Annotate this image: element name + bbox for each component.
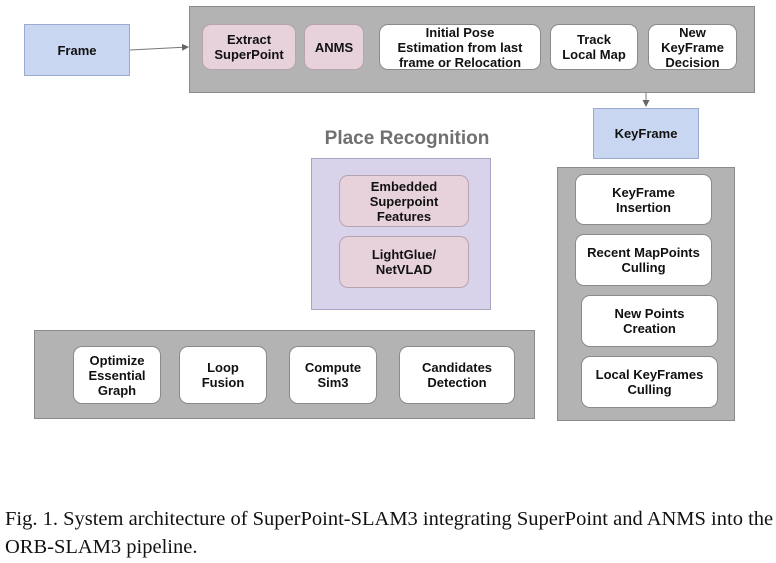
frame-node: Frame	[24, 24, 130, 76]
local-keyframes-culling-step: Local KeyFrames Culling	[581, 356, 718, 408]
keyframe-insertion-step: KeyFrame Insertion	[575, 174, 712, 225]
frame-to-tracking-arrow	[129, 43, 189, 51]
extract-superpoint-step: Extract SuperPoint	[202, 24, 296, 70]
keyframe-node: KeyFrame	[593, 108, 699, 159]
embedded-superpoint-features-item: Embedded Superpoint Features	[339, 175, 469, 227]
track-local-map-step: Track Local Map	[550, 24, 638, 70]
initial-pose-estimation-step: Initial Pose Estimation from last frame …	[379, 24, 541, 70]
compute-sim3-step: Compute Sim3	[289, 346, 377, 404]
loop-fusion-step: Loop Fusion	[179, 346, 267, 404]
new-points-creation-step: New Points Creation	[581, 295, 718, 347]
optimize-essential-graph-step: Optimize Essential Graph	[73, 346, 161, 404]
place-recognition-title: Place Recognition	[324, 128, 490, 149]
anms-step: ANMS	[304, 24, 364, 70]
lightglue-netvlad-item: LightGlue/ NetVLAD	[339, 236, 469, 288]
candidates-detection-step: Candidates Detection	[399, 346, 515, 404]
new-keyframe-decision-step: New KeyFrame Decision	[648, 24, 737, 70]
figure-caption: Fig. 1. System architecture of SuperPoin…	[5, 508, 774, 558]
recent-mappoints-culling-step: Recent MapPoints Culling	[575, 234, 712, 286]
